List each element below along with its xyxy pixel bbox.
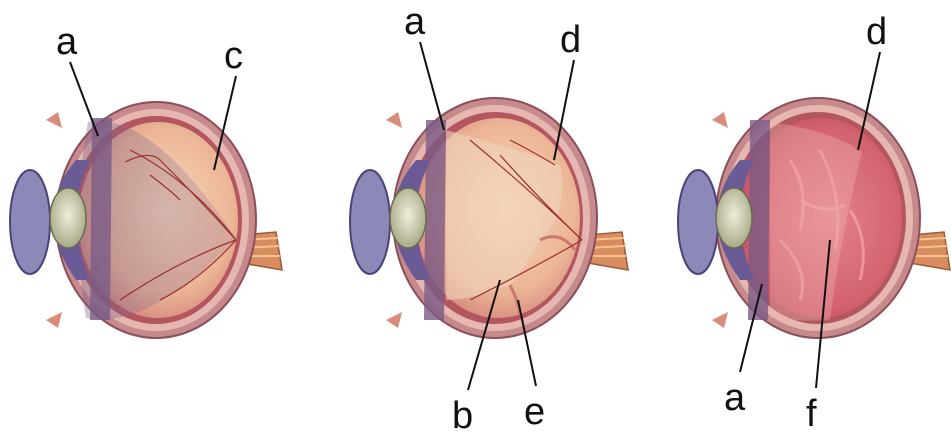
label-right-a: a bbox=[724, 377, 746, 419]
label-left-a: a bbox=[56, 21, 78, 63]
leader-line-a bbox=[70, 62, 98, 136]
label-mid-a: a bbox=[404, 1, 426, 43]
eye-vitreous-hemorrhage: d a f bbox=[678, 11, 950, 432]
label-mid-d: d bbox=[560, 19, 581, 61]
label-mid-b: b bbox=[452, 395, 473, 432]
leader-line-a bbox=[420, 42, 444, 130]
label-right-f: f bbox=[806, 393, 817, 432]
eye-normal: a c bbox=[10, 21, 282, 338]
label-left-c: c bbox=[224, 35, 243, 77]
label-mid-e: e bbox=[524, 391, 545, 432]
label-right-d: d bbox=[866, 11, 887, 53]
eye-retinal-tear: a d b e bbox=[350, 1, 628, 432]
